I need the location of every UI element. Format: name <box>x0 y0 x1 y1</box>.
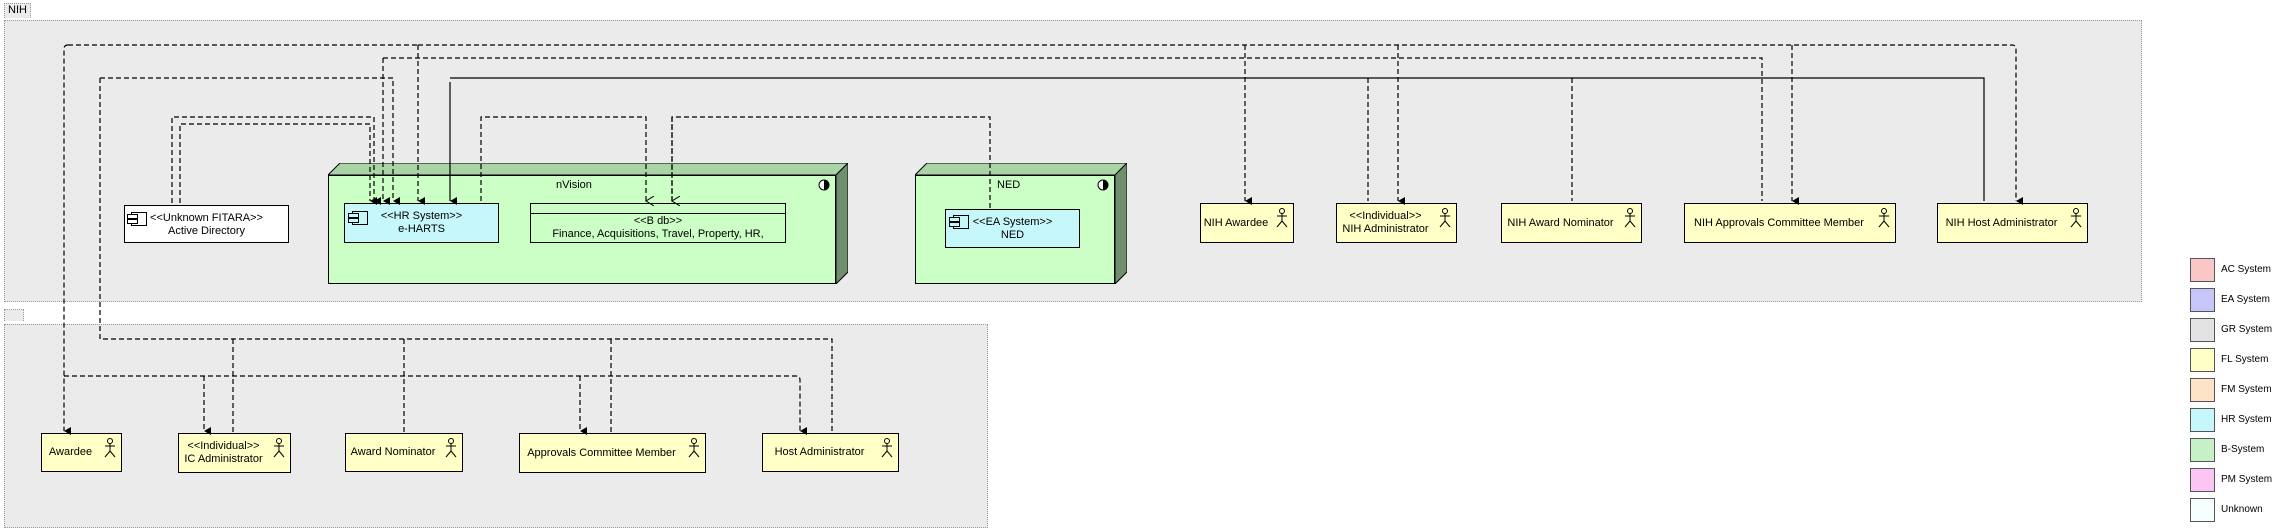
component-active-directory[interactable]: <<Unknown FITARA>> Active Directory <box>124 205 289 243</box>
legend-label: HR System <box>2221 414 2272 425</box>
connector <box>671 116 991 209</box>
actor-stick-icon <box>1624 208 1636 228</box>
actor-stick-icon <box>273 438 285 458</box>
actor-name: NIH Administrator <box>1342 223 1429 235</box>
legend-item: EA System <box>2190 285 2280 315</box>
legend-item: B-System <box>2190 435 2280 465</box>
actor-stick-icon <box>1439 208 1451 228</box>
legend-swatch <box>2190 258 2215 282</box>
package-nih-tab: NIH <box>4 3 31 18</box>
component-ned[interactable]: <<EA System>> NED <box>945 209 1080 248</box>
connector <box>100 77 400 205</box>
legend-item: Unknown <box>2190 495 2280 525</box>
legend-swatch <box>2190 348 2215 372</box>
actor-stick-icon <box>1276 208 1288 228</box>
legend-swatch <box>2190 318 2215 342</box>
actor-ic-administrator[interactable]: <<Individual>>IC Administrator <box>178 433 291 473</box>
connector <box>418 44 2023 205</box>
actor-stick-icon <box>104 438 116 458</box>
component-stereotype: <<EA System>> <box>972 216 1053 228</box>
legend-item: HR System <box>2190 405 2280 435</box>
legend-list: AC System EA System GR System FL System FM S… <box>2190 255 2280 525</box>
legend-label: GR System <box>2221 324 2273 335</box>
actor-stereotype: <<Individual>> <box>187 440 260 452</box>
legend-label: FM System <box>2221 384 2272 395</box>
component-name: NED <box>1000 229 1025 241</box>
actor-name: NIH Award Nominator <box>1507 216 1614 229</box>
actor-name: Approvals Committee Member <box>527 446 676 459</box>
component-stereotype: <<HR System>> <box>380 210 463 222</box>
actor-approvals-committee-member[interactable]: Approvals Committee Member <box>519 433 706 473</box>
connector <box>99 78 833 433</box>
legend-swatch <box>2190 468 2215 492</box>
actor-name: IC Administrator <box>184 453 263 465</box>
connector <box>179 123 377 205</box>
actor-stick-icon <box>2070 208 2082 228</box>
connector <box>450 77 1985 201</box>
legend-label: B-System <box>2221 444 2265 455</box>
actor-name: Award Nominator <box>350 446 436 458</box>
legend-swatch <box>2190 438 2215 462</box>
actor-nih-award-nominator[interactable]: NIH Award Nominator <box>1501 203 1642 243</box>
legend-item: GR System <box>2190 315 2280 345</box>
legend-swatch <box>2190 498 2215 522</box>
connector <box>480 116 646 201</box>
component-b-db[interactable]: <<B db>> Finance, Acquisitions, Travel, … <box>530 203 786 243</box>
actor-nih-administrator[interactable]: <<Individual>>NIH Administrator <box>1336 203 1457 243</box>
connector <box>383 57 1763 201</box>
component-e-harts[interactable]: <<HR System>> e-HARTS <box>344 203 499 243</box>
connector <box>171 116 381 205</box>
component-stereotype: <<B db>> <box>633 215 683 227</box>
actor-stereotype: <<Individual>> <box>1349 210 1422 222</box>
component-icon <box>348 211 368 225</box>
component-name: Finance, Acquisitions, Travel, Property,… <box>552 228 764 240</box>
legend-label: Unknown <box>2221 504 2263 515</box>
db-header-band <box>531 204 785 214</box>
actor-awardee[interactable]: Awardee <box>41 433 122 472</box>
actor-award-nominator[interactable]: Award Nominator <box>345 433 463 472</box>
legend-item: FM System <box>2190 375 2280 405</box>
actor-nih-approvals-committee-member[interactable]: NIH Approvals Committee Member <box>1684 203 1896 243</box>
actor-nih-awardee[interactable]: NIH Awardee <box>1200 203 1294 243</box>
actor-name: NIH Approvals Committee Member <box>1694 216 1864 229</box>
actor-name: NIH Host Administrator <box>1945 216 2058 229</box>
node-nvision-title: nVision <box>556 179 592 191</box>
package-external-tab <box>4 309 24 321</box>
actor-stick-icon <box>688 438 700 458</box>
actor-stick-icon <box>881 438 893 458</box>
connector <box>63 44 71 435</box>
legend-label: EA System <box>2221 294 2270 305</box>
legend-item: AC System <box>2190 255 2280 285</box>
component-icon <box>949 215 969 229</box>
legend-swatch <box>2190 288 2215 312</box>
legend-label: PM System <box>2221 474 2273 485</box>
legend-label: AC System <box>2221 264 2272 275</box>
actor-nih-host-administrator[interactable]: NIH Host Administrator <box>1937 203 2088 243</box>
component-name: Active Directory <box>167 225 246 237</box>
actor-host-administrator[interactable]: Host Administrator <box>762 433 899 472</box>
component-stereotype: <<Unknown FITARA>> <box>150 212 263 224</box>
legend-label: FL System <box>2221 354 2269 365</box>
package-external <box>4 324 988 528</box>
legend: AC System EA System GR System FL System FM S… <box>2190 255 2280 525</box>
actor-name: Host Administrator <box>774 446 865 458</box>
legend-swatch <box>2190 378 2215 402</box>
actor-stick-icon <box>445 438 457 458</box>
node-ned-title: NED <box>997 179 1021 191</box>
component-name: e-HARTS <box>398 223 445 235</box>
legend-swatch <box>2190 408 2215 432</box>
legend-item: PM System <box>2190 465 2280 495</box>
actor-stick-icon <box>1878 208 1890 228</box>
legend-item: FL System <box>2190 345 2280 375</box>
actor-name: NIH Awardee <box>1203 216 1269 229</box>
actor-name: Awardee <box>48 446 93 458</box>
connector <box>64 375 807 435</box>
component-icon <box>127 212 147 226</box>
